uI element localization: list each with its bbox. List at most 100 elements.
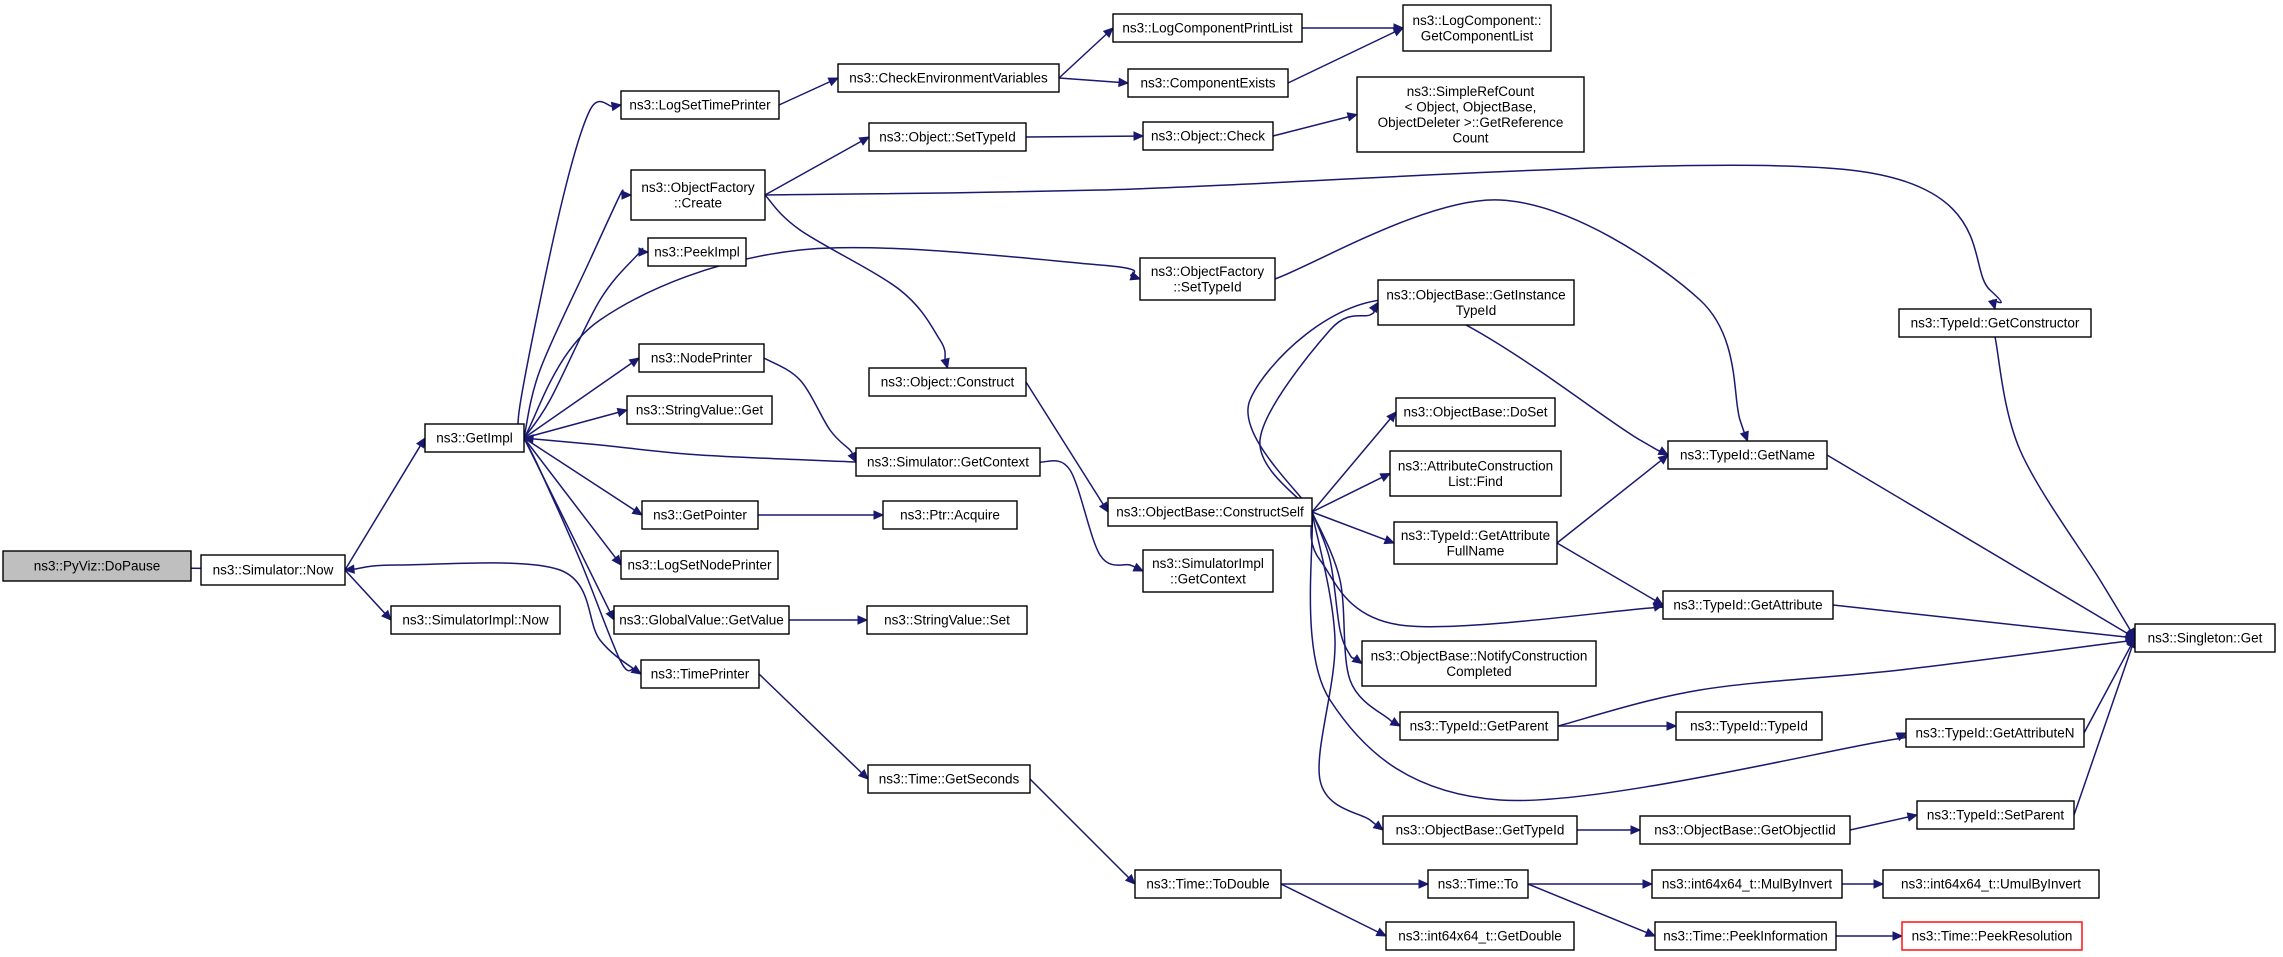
node-timegetseconds[interactable]: ns3::Time::GetSeconds: [867, 764, 1031, 794]
node-box[interactable]: [1382, 815, 1578, 845]
node-typeidtypeid[interactable]: ns3::TypeId::TypeId: [1675, 711, 1823, 741]
node-getimpl[interactable]: ns3::GetImpl: [424, 423, 525, 453]
node-box[interactable]: [855, 447, 1041, 477]
node-int64umulbyinvert[interactable]: ns3::int64x64_t::UmulByInvert: [1882, 869, 2100, 899]
node-ptracquire[interactable]: ns3::Ptr::Acquire: [882, 500, 1018, 530]
node-box[interactable]: [1361, 640, 1597, 687]
node-typeidgetattributen[interactable]: ns3::TypeId::GetAttributeN: [1905, 718, 2085, 748]
node-objcheck[interactable]: ns3::Object::Check: [1142, 121, 1274, 151]
node-timetodouble[interactable]: ns3::Time::ToDouble: [1134, 869, 1282, 899]
node-box[interactable]: [1667, 440, 1828, 470]
node-box[interactable]: [1385, 921, 1575, 951]
node-box[interactable]: [626, 395, 773, 425]
node-box[interactable]: [1127, 68, 1289, 98]
node-typeidgetconstructor[interactable]: ns3::TypeId::GetConstructor: [1898, 308, 2092, 338]
node-getobjectiid[interactable]: ns3::ObjectBase::GetObjectIid: [1639, 815, 1851, 845]
node-simimplnow[interactable]: ns3::SimulatorImpl::Now: [390, 605, 561, 635]
node-int64mulbyinvert[interactable]: ns3::int64x64_t::MulByInvert: [1651, 869, 1843, 899]
node-box[interactable]: [424, 423, 525, 453]
node-notifyconstr[interactable]: ns3::ObjectBase::NotifyConstructionCompl…: [1361, 640, 1597, 687]
node-box[interactable]: [1134, 869, 1282, 899]
node-typeidsetparent[interactable]: ns3::TypeId::SetParent: [1916, 800, 2075, 830]
node-box[interactable]: [1389, 450, 1562, 497]
node-logcompprintlist[interactable]: ns3::LogComponentPrintList: [1112, 13, 1303, 43]
node-singletonget[interactable]: ns3::Singleton::Get: [2134, 623, 2276, 653]
node-peekimpl[interactable]: ns3::PeekImpl: [647, 237, 747, 267]
node-timeto[interactable]: ns3::Time::To: [1427, 869, 1529, 899]
node-box[interactable]: [1356, 76, 1585, 153]
node-box[interactable]: [620, 90, 780, 120]
node-box[interactable]: [1898, 308, 2092, 338]
node-box[interactable]: [641, 500, 759, 530]
node-int64getdouble[interactable]: ns3::int64x64_t::GetDouble: [1385, 921, 1575, 951]
node-typeidgetparent[interactable]: ns3::TypeId::GetParent: [1399, 711, 1559, 741]
node-box[interactable]: [1662, 590, 1834, 620]
node-timepeekresolution[interactable]: ns3::Time::PeekResolution: [1901, 921, 2083, 951]
node-typeidgetname[interactable]: ns3::TypeId::GetName: [1667, 440, 1828, 470]
node-box[interactable]: [1142, 549, 1274, 593]
node-objbasegettypeid[interactable]: ns3::ObjectBase::GetTypeId: [1382, 815, 1578, 845]
node-box[interactable]: [1639, 815, 1851, 845]
node-compexists[interactable]: ns3::ComponentExists: [1127, 68, 1289, 98]
node-box[interactable]: [1905, 718, 2085, 748]
node-box[interactable]: [1377, 279, 1575, 326]
node-box[interactable]: [1395, 397, 1556, 427]
node-box[interactable]: [837, 63, 1060, 93]
node-objsettypeid[interactable]: ns3::Object::SetTypeId: [868, 122, 1027, 152]
node-box[interactable]: [2, 550, 192, 582]
node-simgetcontext[interactable]: ns3::Simulator::GetContext: [855, 447, 1041, 477]
node-timeprinter[interactable]: ns3::TimePrinter: [640, 659, 760, 689]
node-box[interactable]: [1107, 497, 1313, 527]
node-box[interactable]: [620, 550, 779, 580]
node-box[interactable]: [1675, 711, 1823, 741]
node-objfactcreate[interactable]: ns3::ObjectFactory::Create: [630, 169, 766, 221]
node-box[interactable]: [882, 500, 1018, 530]
node-box[interactable]: [1399, 711, 1559, 741]
node-box[interactable]: [630, 169, 766, 221]
node-nodeprinter[interactable]: ns3::NodePrinter: [638, 343, 765, 373]
node-box[interactable]: [1427, 869, 1529, 899]
node-getpointer[interactable]: ns3::GetPointer: [641, 500, 759, 530]
node-box[interactable]: [2134, 623, 2276, 653]
node-checkenv[interactable]: ns3::CheckEnvironmentVariables: [837, 63, 1060, 93]
node-simnow[interactable]: ns3::Simulator::Now: [200, 554, 346, 586]
node-stringvalueset[interactable]: ns3::StringValue::Set: [866, 605, 1028, 635]
node-objconstruct[interactable]: ns3::Object::Construct: [868, 367, 1027, 397]
node-objbaseconstructself[interactable]: ns3::ObjectBase::ConstructSelf: [1107, 497, 1313, 527]
node-logcompgetlist[interactable]: ns3::LogComponent::GetComponentList: [1402, 4, 1552, 52]
node-stringvalueget[interactable]: ns3::StringValue::Get: [626, 395, 773, 425]
node-simimplgetcontext[interactable]: ns3::SimulatorImpl::GetContext: [1142, 549, 1274, 593]
node-box[interactable]: [868, 122, 1027, 152]
node-box[interactable]: [868, 367, 1027, 397]
node-box[interactable]: [1901, 921, 2083, 951]
node-box[interactable]: [390, 605, 561, 635]
node-box[interactable]: [1651, 869, 1843, 899]
node-dopause[interactable]: ns3::PyViz::DoPause: [2, 550, 192, 582]
node-box[interactable]: [1402, 4, 1552, 52]
node-box[interactable]: [1142, 121, 1274, 151]
node-box[interactable]: [638, 343, 765, 373]
node-objbasedoset[interactable]: ns3::ObjectBase::DoSet: [1395, 397, 1556, 427]
node-objfactsettypeid[interactable]: ns3::ObjectFactory::SetTypeId: [1139, 257, 1276, 301]
node-box[interactable]: [1139, 257, 1276, 301]
node-box[interactable]: [1112, 13, 1303, 43]
node-box[interactable]: [1882, 869, 2100, 899]
node-box[interactable]: [613, 605, 790, 635]
node-box[interactable]: [1654, 921, 1837, 951]
node-logsettimeprinter[interactable]: ns3::LogSetTimePrinter: [620, 90, 780, 120]
node-box[interactable]: [866, 605, 1028, 635]
node-box[interactable]: [647, 237, 747, 267]
node-simplerefcount[interactable]: ns3::SimpleRefCount< Object, ObjectBase,…: [1356, 76, 1585, 153]
node-box[interactable]: [1393, 521, 1558, 565]
node-timepeekinfo[interactable]: ns3::Time::PeekInformation: [1654, 921, 1837, 951]
node-globalvaluegetvalue[interactable]: ns3::GlobalValue::GetValue: [613, 605, 790, 635]
node-box[interactable]: [640, 659, 760, 689]
node-typeidgetattribute[interactable]: ns3::TypeId::GetAttribute: [1662, 590, 1834, 620]
node-box[interactable]: [1916, 800, 2075, 830]
node-box[interactable]: [200, 554, 346, 586]
node-logsetnodeprinter[interactable]: ns3::LogSetNodePrinter: [620, 550, 779, 580]
node-box[interactable]: [867, 764, 1031, 794]
